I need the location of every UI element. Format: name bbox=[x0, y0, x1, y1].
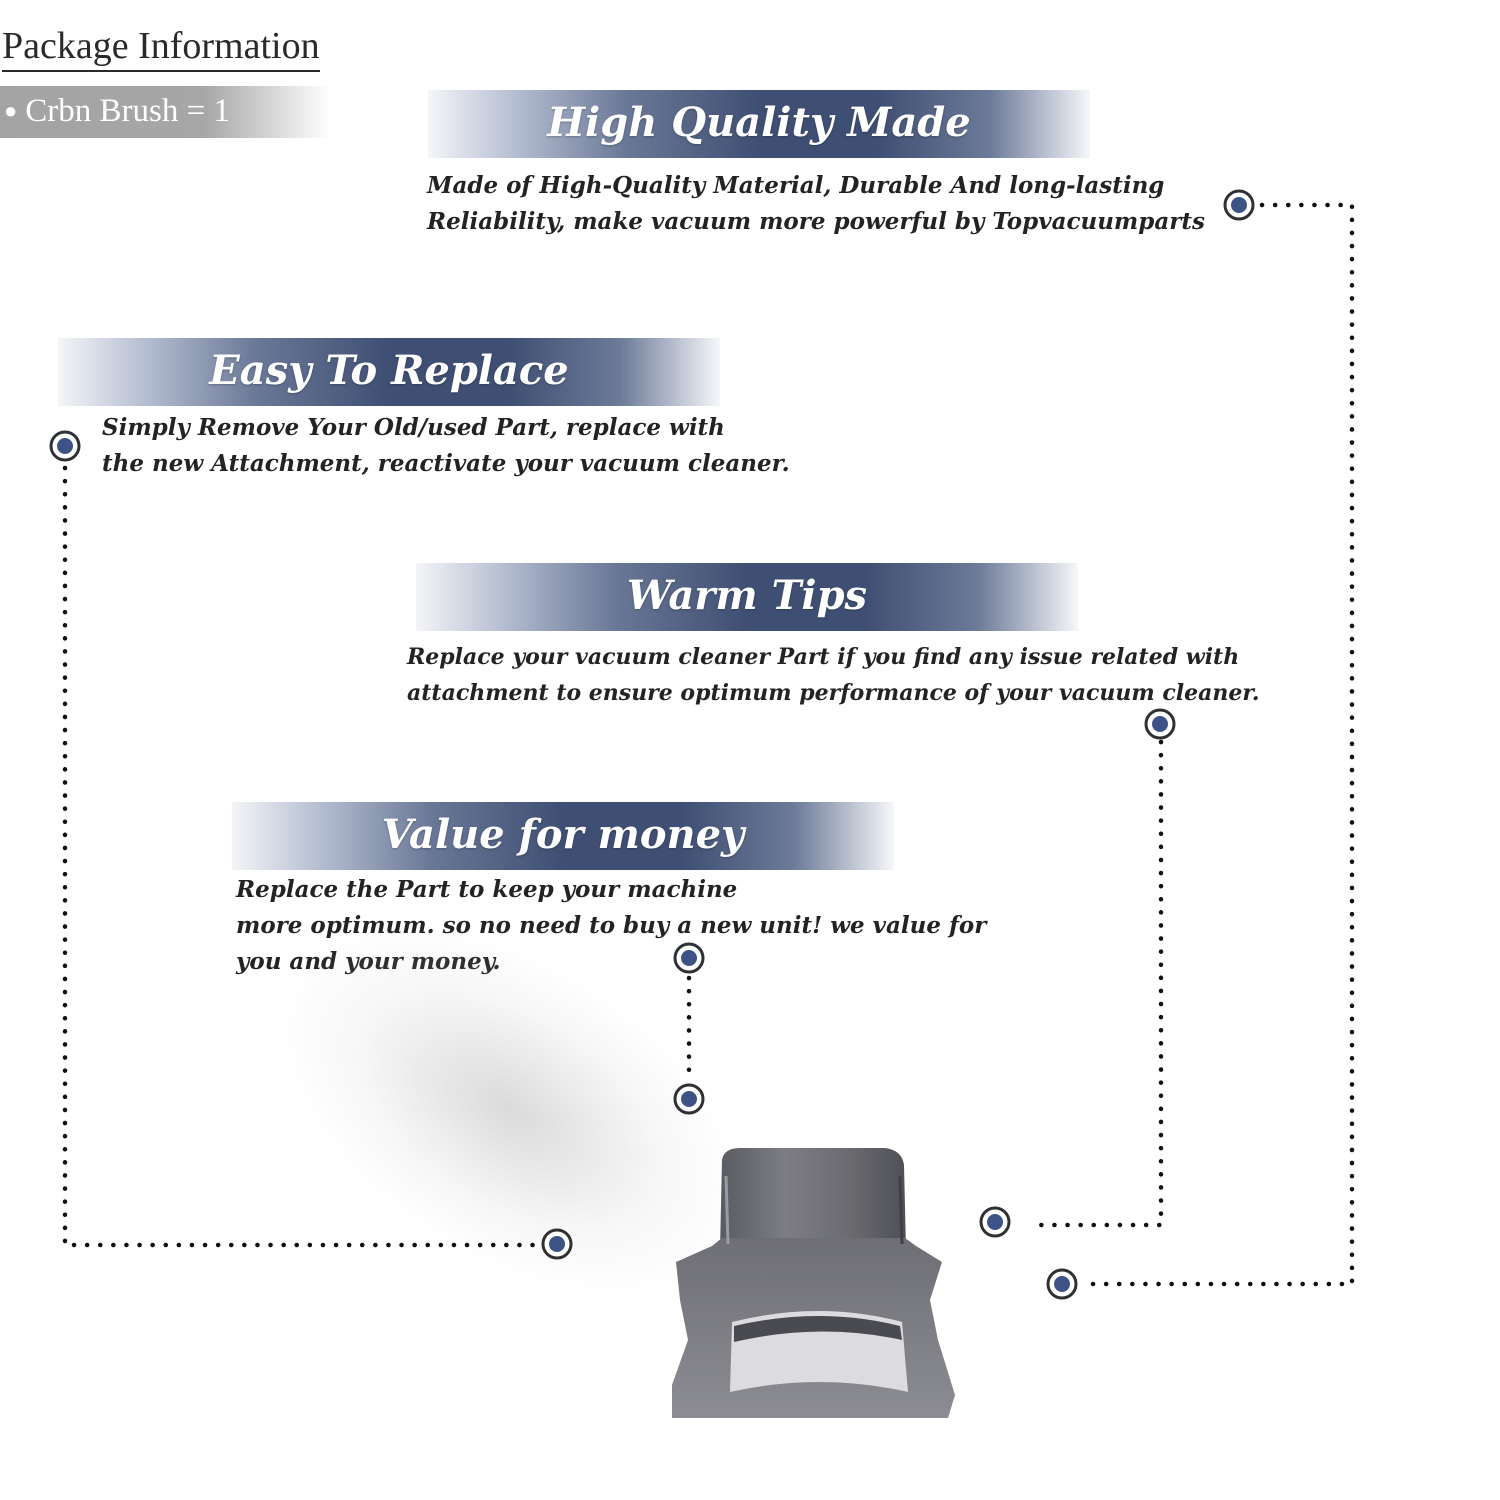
feature-desc-warm-tips: Replace your vacuum cleaner Part if you … bbox=[407, 639, 1260, 711]
feature-desc-line: Reliability, make vacuum more powerful b… bbox=[427, 208, 1205, 235]
bullet-dot-icon: ● bbox=[4, 98, 18, 123]
feature-desc-high-quality: Made of High-Quality Material, Durable A… bbox=[427, 168, 1205, 240]
feature-desc-line: the new Attachment, reactivate your vacu… bbox=[102, 450, 790, 477]
target-circle-icon bbox=[1223, 189, 1255, 221]
feature-banner-easy-replace: Easy To Replace bbox=[58, 338, 720, 406]
package-info-title: Package Information bbox=[2, 24, 320, 72]
feature-desc-line: Simply Remove Your Old/used Part, replac… bbox=[102, 414, 725, 441]
connector-high-quality bbox=[1083, 202, 1355, 1287]
feature-desc-easy-replace: Simply Remove Your Old/used Part, replac… bbox=[102, 410, 790, 482]
target-circle-icon bbox=[49, 430, 81, 462]
target-circle-icon bbox=[1046, 1268, 1078, 1300]
target-circle-icon bbox=[979, 1206, 1011, 1238]
target-circle-icon bbox=[1144, 708, 1176, 740]
feature-desc-line: attachment to ensure optimum performance… bbox=[407, 680, 1260, 706]
package-item: ● Crbn Brush = 1 bbox=[0, 86, 330, 138]
feature-banner-value: Value for money bbox=[232, 802, 894, 870]
connector-warm-tips bbox=[1037, 739, 1164, 1228]
feature-desc-line: Replace your vacuum cleaner Part if you … bbox=[407, 644, 1240, 670]
feature-banner-warm-tips: Warm Tips bbox=[416, 563, 1078, 631]
feature-banner-high-quality: High Quality Made bbox=[428, 90, 1090, 158]
feature-desc-line: Made of High-Quality Material, Durable A… bbox=[427, 172, 1165, 199]
package-item-label: Crbn Brush = 1 bbox=[25, 93, 230, 129]
